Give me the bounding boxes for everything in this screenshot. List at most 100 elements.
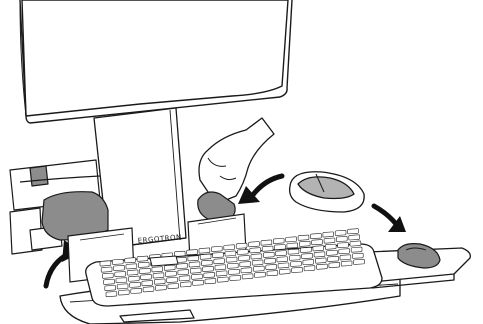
- keyboard-key: [193, 280, 204, 285]
- keyboard-key: [200, 254, 211, 259]
- keyboard-key: [126, 264, 137, 269]
- keyboard-key: [127, 270, 138, 275]
- keyboard-key: [180, 282, 191, 287]
- mouse-icon: [290, 172, 365, 212]
- keyboard-key: [287, 243, 298, 248]
- keyboard-key: [323, 232, 334, 237]
- keyboard-key: [304, 266, 315, 271]
- keyboard-key: [262, 246, 273, 251]
- keyboard-key: [115, 271, 126, 276]
- keyboard-key: [266, 264, 277, 269]
- keyboard-key: [179, 276, 190, 281]
- keyboard-key: [279, 269, 290, 274]
- keyboard-key: [225, 251, 236, 256]
- keyboard-key: [348, 229, 359, 234]
- keyboard-key: [105, 285, 116, 290]
- keyboard-key: [288, 249, 299, 254]
- keyboard-key: [188, 256, 199, 261]
- keyboard-key: [273, 238, 284, 243]
- keyboard-key: [349, 235, 360, 240]
- keyboard-key: [236, 243, 247, 248]
- keyboard-key: [100, 261, 111, 266]
- keyboard-key: [143, 287, 154, 292]
- monitor: [20, 0, 292, 123]
- keyboard-key: [137, 256, 148, 261]
- keyboard-key: [336, 236, 347, 241]
- keyboard-key: [311, 233, 322, 238]
- keyboard-key: [313, 246, 324, 251]
- keyboard-key: [239, 255, 250, 260]
- keyboard-key: [341, 261, 352, 266]
- keyboard-key: [253, 266, 264, 271]
- keyboard-key: [104, 279, 115, 284]
- keyboard-key: [102, 273, 113, 278]
- keyboard-key: [351, 247, 362, 252]
- keyboard-key: [314, 252, 325, 257]
- keyboard-key: [339, 249, 350, 254]
- keyboard-key: [140, 268, 151, 273]
- keyboard-key: [203, 266, 214, 271]
- keyboard-key: [189, 262, 200, 267]
- keyboard-key: [298, 235, 309, 240]
- keyboard-key: [324, 238, 335, 243]
- keyboard-key: [211, 246, 222, 251]
- keyboard-key: [152, 267, 163, 272]
- keyboard-key: [278, 263, 289, 268]
- keyboard-key: [142, 281, 153, 286]
- keyboard-key: [261, 240, 272, 245]
- keyboard-key: [190, 268, 201, 273]
- keyboard-key: [338, 242, 349, 247]
- keyboard-key: [265, 258, 276, 263]
- keyboard-key: [154, 279, 165, 284]
- keyboard-key: [131, 288, 142, 293]
- keyboard-key: [227, 263, 238, 268]
- keyboard-key: [226, 257, 237, 262]
- keyboard-key: [317, 264, 328, 269]
- keyboard-key: [125, 258, 136, 263]
- keyboard-key: [291, 261, 302, 266]
- keyboard-key: [340, 255, 351, 260]
- keyboard-key: [237, 249, 248, 254]
- keyboard-key: [276, 251, 287, 256]
- hand-icon: [199, 118, 274, 204]
- keyboard-key: [250, 248, 261, 253]
- keyboard-key: [153, 273, 164, 278]
- keyboard-key: [312, 240, 323, 245]
- keyboard-key: [166, 271, 177, 276]
- keyboard-key: [315, 258, 326, 263]
- keyboard-key: [138, 262, 149, 267]
- keyboard-key: [299, 241, 310, 246]
- keyboard-key: [187, 250, 198, 255]
- keyboard-key: [335, 230, 346, 235]
- keyboard-key: [116, 278, 127, 283]
- keyboard-key: [328, 256, 339, 261]
- keyboard-key: [240, 261, 251, 266]
- keyboard-key: [230, 275, 241, 280]
- keyboard-key: [224, 245, 235, 250]
- keyboard-key: [217, 277, 228, 282]
- keyboard-key: [112, 259, 123, 264]
- keyboard-key: [118, 290, 129, 295]
- keyboard-key: [204, 272, 215, 277]
- keyboard-key: [252, 260, 263, 265]
- keyboard-key: [192, 274, 203, 279]
- keyboard-key: [117, 284, 128, 289]
- keyboard-key: [289, 255, 300, 260]
- keyboard-key: [249, 242, 260, 247]
- keyboard-key: [303, 260, 314, 265]
- keyboard-key: [242, 274, 253, 279]
- keyboard-key: [350, 241, 361, 246]
- keyboard-key: [130, 282, 141, 287]
- keyboard-key: [327, 250, 338, 255]
- keyboard-key: [199, 248, 210, 253]
- keyboard-key: [164, 265, 175, 270]
- keyboard-key: [128, 276, 139, 281]
- keyboard-key: [214, 259, 225, 264]
- keyboard-key: [156, 285, 167, 290]
- keyboard-key: [352, 253, 363, 258]
- keyboard-key: [301, 247, 312, 252]
- keyboard-key: [329, 262, 340, 267]
- keyboard-key: [213, 252, 224, 257]
- keyboard-key: [167, 277, 178, 282]
